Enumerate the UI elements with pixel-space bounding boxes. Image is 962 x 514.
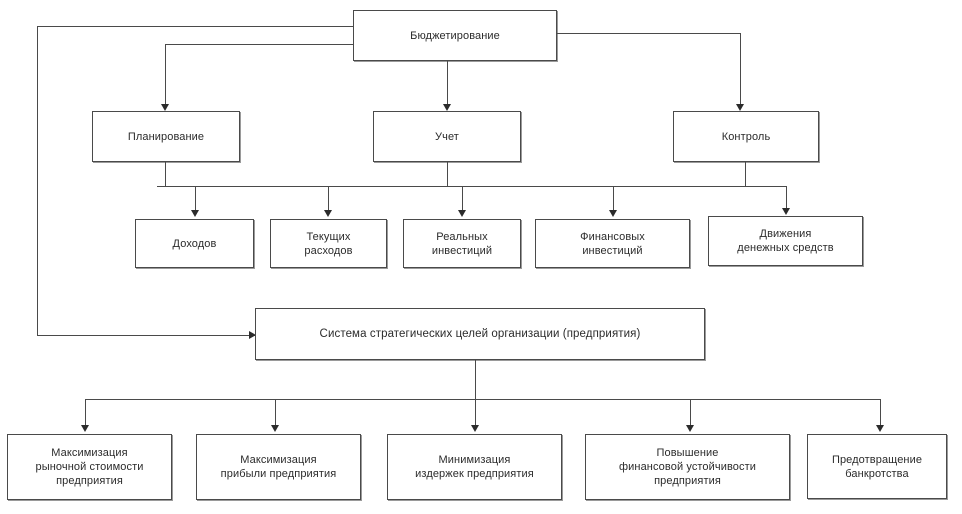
node-accounting[interactable]: Учет <box>373 111 521 162</box>
arrowhead-current-expenses <box>324 210 332 217</box>
node-current-expenses[interactable]: Текущих расходов <box>270 219 387 268</box>
connector-control-drop <box>740 33 741 106</box>
node-goal-bankruptcy-prevention-label: Предотвращение банкротства <box>831 453 923 480</box>
node-budgeting[interactable]: Бюджетирование <box>353 10 557 61</box>
connector-left-spine-vertical <box>37 26 38 335</box>
node-control-label: Контроль <box>721 130 771 143</box>
node-budgeting-label: Бюджетирование <box>410 29 500 42</box>
connector-bus-to-incomes <box>195 186 196 212</box>
connector-goals-to-bottom-bus <box>475 360 476 399</box>
node-strategic-goals-system-label: Система стратегических целей организации… <box>319 328 641 340</box>
node-goal-profit-label: Максимизация прибыли предприятия <box>220 454 337 480</box>
node-accounting-label: Учет <box>435 130 459 143</box>
node-goal-profit[interactable]: Максимизация прибыли предприятия <box>196 434 361 500</box>
arrowhead-financial-investments <box>609 210 617 217</box>
node-real-investments[interactable]: Реальных инвестиций <box>403 219 521 268</box>
connector-bus-to-goal-1 <box>85 399 86 427</box>
bus-goals <box>85 399 881 400</box>
node-goal-financial-stability-label: Повышение финансовой устойчивости предпр… <box>619 447 756 487</box>
node-real-investments-label: Реальных инвестиций <box>431 230 493 257</box>
connector-root-to-planning <box>165 44 354 45</box>
connector-root-to-control <box>557 33 741 34</box>
arrowhead-real-investments <box>458 210 466 217</box>
connector-bus-to-goal-2 <box>275 399 276 427</box>
node-goal-minimize-costs[interactable]: Минимизация издержек предприятия <box>387 434 562 500</box>
node-current-expenses-label: Текущих расходов <box>304 230 353 257</box>
arrowhead-goal-3 <box>471 425 479 432</box>
connector-root-to-accounting <box>447 61 448 106</box>
connector-bus-to-real-investments <box>462 186 463 212</box>
arrowhead-planning <box>161 104 169 111</box>
arrowhead-goal-5 <box>876 425 884 432</box>
node-cash-flow-label: Движения денежных средств <box>737 228 834 254</box>
connector-root-to-left-spine <box>37 26 354 27</box>
connector-planning-to-bus <box>165 162 166 187</box>
connector-bus-to-cash-flow <box>786 186 787 210</box>
node-financial-investments-label: Финансовых инвестиций <box>580 230 645 257</box>
node-cash-flow[interactable]: Движения денежных средств <box>708 216 863 266</box>
arrowhead-cash-flow <box>782 208 790 215</box>
connector-bus-to-financial-investments <box>613 186 614 212</box>
node-strategic-goals-system[interactable]: Система стратегических целей организации… <box>255 308 705 360</box>
arrowhead-to-goals-node <box>249 331 256 339</box>
connector-bus-to-current-expenses <box>328 186 329 212</box>
connector-planning-drop <box>165 44 166 106</box>
connector-accounting-to-bus <box>447 162 448 187</box>
node-goal-market-value[interactable]: Максимизация рыночной стоимости предприя… <box>7 434 172 500</box>
arrowhead-goal-1 <box>81 425 89 432</box>
node-goal-bankruptcy-prevention[interactable]: Предотвращение банкротства <box>807 434 947 499</box>
node-incomes-label: Доходов <box>172 237 217 250</box>
arrowhead-incomes <box>191 210 199 217</box>
node-incomes[interactable]: Доходов <box>135 219 254 268</box>
node-goal-minimize-costs-label: Минимизация издержек предприятия <box>415 454 534 480</box>
connector-bus-to-goal-4 <box>690 399 691 427</box>
node-goal-financial-stability[interactable]: Повышение финансовой устойчивости предпр… <box>585 434 790 500</box>
arrowhead-control <box>736 104 744 111</box>
arrowhead-goal-2 <box>271 425 279 432</box>
node-control[interactable]: Контроль <box>673 111 819 162</box>
arrowhead-accounting <box>443 104 451 111</box>
connector-left-spine-to-goals <box>37 335 256 336</box>
connector-control-to-bus <box>745 162 746 187</box>
node-planning-label: Планирование <box>127 130 205 143</box>
node-financial-investments[interactable]: Финансовых инвестиций <box>535 219 690 268</box>
connector-bus-to-goal-3 <box>475 399 476 427</box>
bus-level3 <box>157 186 787 187</box>
node-goal-market-value-label: Максимизация рыночной стоимости предприя… <box>35 447 144 487</box>
node-planning[interactable]: Планирование <box>92 111 240 162</box>
arrowhead-goal-4 <box>686 425 694 432</box>
connector-bus-to-goal-5 <box>880 399 881 427</box>
